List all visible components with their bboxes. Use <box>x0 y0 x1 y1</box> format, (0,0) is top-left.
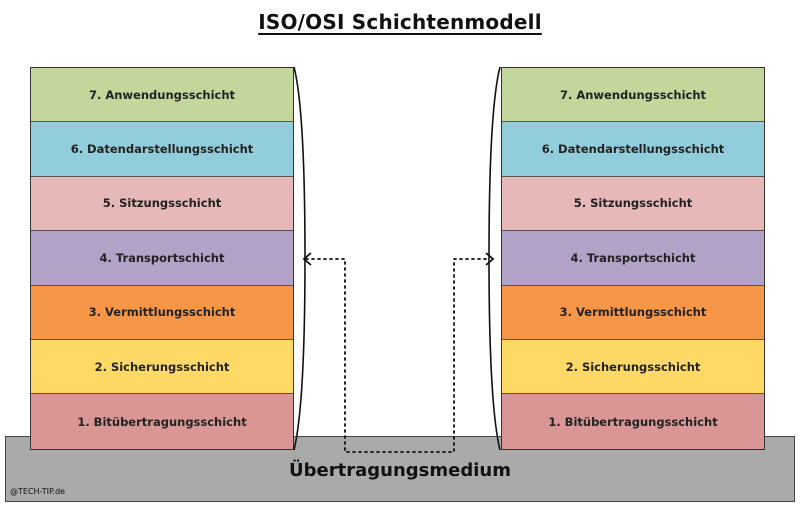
right-layer-3: 3. Vermittlungsschicht <box>502 285 764 340</box>
right-layer-5: 5. Sitzungsschicht <box>502 176 764 232</box>
arrow-right-icon <box>485 252 495 266</box>
diagram-title: ISO/OSI Schichtenmodell <box>258 10 542 34</box>
arrow-left-icon <box>302 252 312 266</box>
left-layer-4: 4. Transportschicht <box>31 231 293 286</box>
right-layer-4: 4. Transportschicht <box>502 231 764 286</box>
left-layer-5: 5. Sitzungsschicht <box>31 176 293 232</box>
transmission-medium-label: Übertragungsmedium <box>289 460 511 481</box>
left-layer-7: 7. Anwendungsschicht <box>31 68 293 123</box>
left-layer-6: 6. Datendarstellungsschicht <box>31 122 293 177</box>
right-layer-6: 6. Datendarstellungsschicht <box>502 122 764 177</box>
right-osi-stack: 7. Anwendungsschicht 6. Datendarstellung… <box>501 67 765 450</box>
left-layer-2: 2. Sicherungsschicht <box>31 339 293 395</box>
right-brace <box>488 66 501 451</box>
right-layer-7: 7. Anwendungsschicht <box>502 68 764 123</box>
dotted-connection-path <box>305 258 491 453</box>
right-layer-2: 2. Sicherungsschicht <box>502 339 764 395</box>
left-osi-stack: 7. Anwendungsschicht 6. Datendarstellung… <box>30 67 294 450</box>
left-layer-1: 1. Bitübertragungsschicht <box>31 394 293 449</box>
left-layer-3: 3. Vermittlungsschicht <box>31 285 293 340</box>
watermark: @TECH-TIP.de <box>10 487 66 496</box>
right-layer-1: 1. Bitübertragungsschicht <box>502 394 764 449</box>
